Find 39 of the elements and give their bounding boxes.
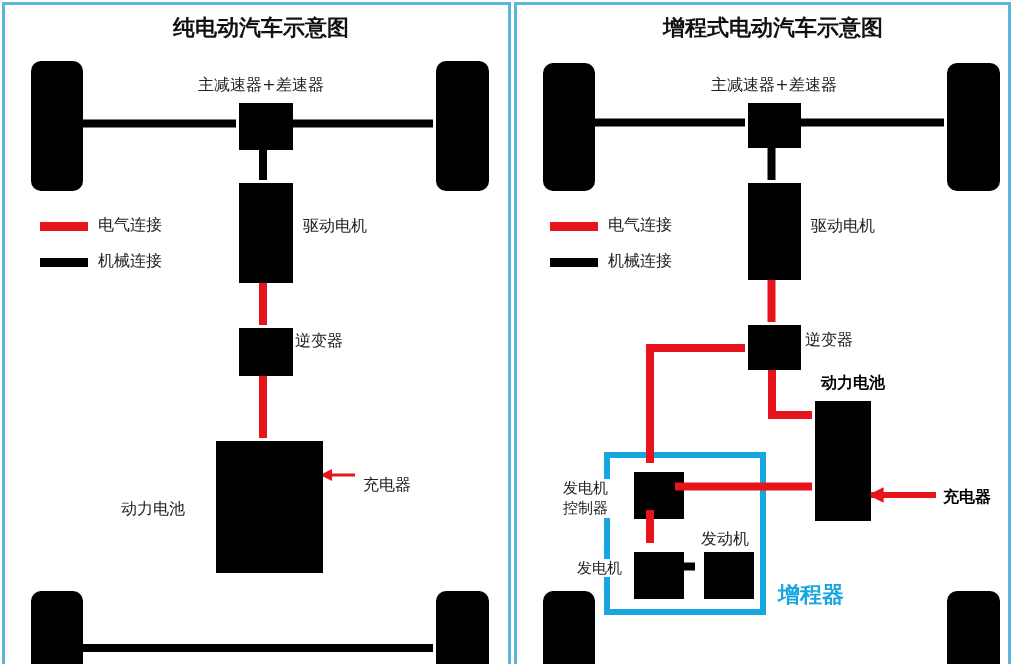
component-label: 主减速器+差速器: [198, 75, 324, 95]
component-label: 发电机控制器: [563, 479, 613, 518]
component-block: [815, 401, 871, 521]
legend-label: 电气连接: [98, 215, 162, 235]
wheel: [436, 61, 489, 191]
component-label: 驱动电机: [303, 216, 367, 236]
wheel: [543, 63, 595, 191]
component-label: 动力电池: [821, 373, 885, 393]
component-label: 动力电池: [121, 499, 185, 519]
panel-title: 纯电动汽车示意图: [173, 15, 349, 42]
component-label: 发电机: [577, 559, 622, 577]
component-block: [748, 325, 801, 370]
legend-label: 机械连接: [98, 251, 162, 271]
component-block: [748, 103, 801, 148]
component-block: [239, 183, 293, 283]
range-extender-label: 增程器: [778, 582, 844, 609]
legend-label: 电气连接: [608, 215, 672, 235]
charger-label: 充电器: [943, 487, 991, 507]
component-block: [634, 552, 684, 599]
panel-title: 增程式电动汽车示意图: [663, 15, 883, 42]
wheel: [947, 63, 1000, 191]
component-label: 逆变器: [295, 331, 343, 351]
arrow: [320, 469, 355, 481]
component-block: [704, 552, 754, 599]
component-label: 主减速器+差速器: [711, 75, 837, 95]
wheel: [31, 61, 83, 191]
component-label: 逆变器: [805, 330, 853, 350]
component-block: [239, 103, 293, 150]
legend-label: 机械连接: [608, 251, 672, 271]
panel-frame: [514, 2, 1011, 664]
component-label: 发动机: [701, 529, 749, 549]
panel-frame: [2, 2, 511, 664]
component-label: 驱动电机: [811, 216, 875, 236]
component-block: [748, 183, 801, 280]
component-block: [634, 472, 684, 519]
charger-label: 充电器: [363, 475, 411, 495]
component-block: [239, 328, 293, 376]
arrow: [868, 487, 936, 503]
component-block: [216, 441, 323, 573]
